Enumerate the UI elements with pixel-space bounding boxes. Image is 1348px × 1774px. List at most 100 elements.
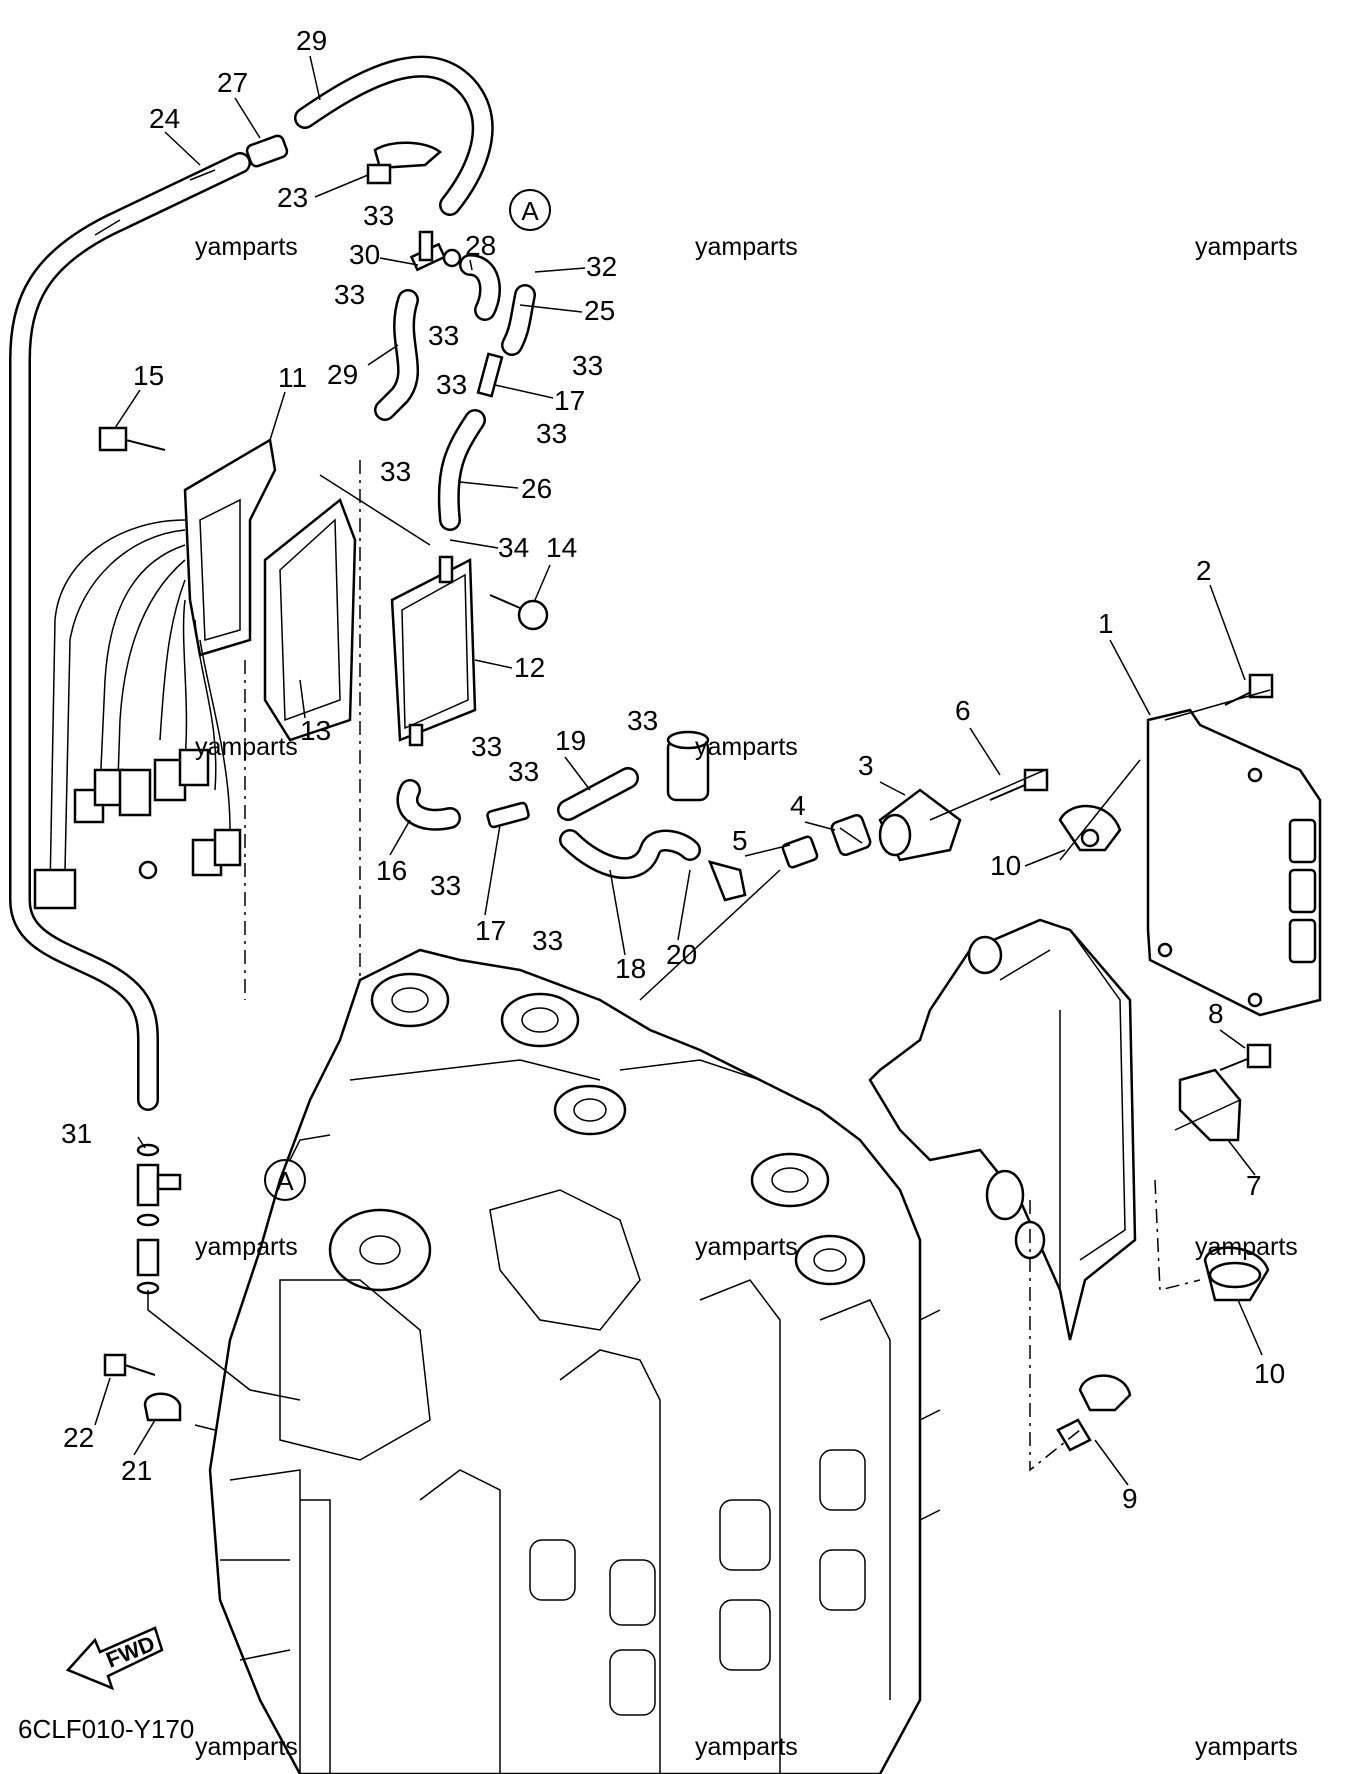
callout-17b: 17 xyxy=(475,915,506,946)
callout-8: 8 xyxy=(1208,998,1224,1029)
hose-26 xyxy=(437,409,486,531)
clip-10-lower xyxy=(1203,1246,1270,1302)
leader-lines xyxy=(147,460,1271,1472)
callout-leaders xyxy=(94,55,1263,1486)
damper-4 xyxy=(830,813,872,857)
callout-30: 30 xyxy=(349,239,380,270)
callout-9: 9 xyxy=(1122,1483,1138,1514)
callout-33-g: 33 xyxy=(380,456,411,487)
callout-11: 11 xyxy=(278,362,307,393)
engine-block xyxy=(208,948,941,1774)
callout-10a: 10 xyxy=(990,850,1021,881)
callout-20: 20 xyxy=(666,939,697,970)
callout-27: 27 xyxy=(217,67,248,98)
hose-28 xyxy=(459,254,501,321)
watermarks: yamparts yamparts yamparts yamparts yamp… xyxy=(195,233,1298,1761)
callout-21: 21 xyxy=(121,1455,152,1486)
callout-24: 24 xyxy=(149,103,180,134)
callout-14: 14 xyxy=(546,532,577,563)
watermark: yamparts xyxy=(695,1233,798,1261)
bolt-6 xyxy=(989,768,1049,801)
watermark: yamparts xyxy=(695,1733,798,1761)
callout-numbers: 1 2 3 4 5 6 7 8 9 10 10 11 12 13 14 15 1… xyxy=(61,25,1285,1514)
section-marker-a-bottom: A xyxy=(264,1134,331,1201)
callout-28: 28 xyxy=(465,230,496,261)
callout-33-e: 33 xyxy=(436,369,467,400)
watermark: yamparts xyxy=(195,733,298,761)
callout-12: 12 xyxy=(514,652,545,683)
callout-26: 26 xyxy=(521,473,552,504)
callout-29b: 29 xyxy=(327,359,358,390)
valve-top xyxy=(666,730,710,802)
clip-10-upper xyxy=(1058,804,1122,852)
callout-31: 31 xyxy=(61,1118,92,1149)
callout-33-a: 33 xyxy=(363,200,394,231)
hose-18 xyxy=(559,829,701,879)
callout-3: 3 xyxy=(858,750,874,781)
joint-17-lower xyxy=(486,801,530,829)
callout-33-c: 33 xyxy=(428,320,459,351)
callout-25: 25 xyxy=(584,295,615,326)
callout-18: 18 xyxy=(615,953,646,984)
collar-5 xyxy=(781,835,819,869)
bolt-14 xyxy=(489,594,549,631)
callout-33-l: 33 xyxy=(532,925,563,956)
callout-4: 4 xyxy=(790,790,806,821)
fwd-arrow: FWD xyxy=(65,1626,164,1691)
callout-2: 2 xyxy=(1196,555,1212,586)
svg-text:A: A xyxy=(276,1166,294,1196)
callout-13: 13 xyxy=(300,715,331,746)
bolt-8 xyxy=(1219,1043,1272,1071)
watermark: yamparts xyxy=(195,1233,298,1261)
gasket-13 xyxy=(263,497,357,742)
callout-6: 6 xyxy=(955,695,971,726)
bracket-3 xyxy=(878,788,962,862)
hose-25 xyxy=(501,284,536,356)
diagram-code: 6CLF010-Y170 xyxy=(18,1714,194,1744)
callout-33-b: 33 xyxy=(334,279,365,310)
callout-33-f: 33 xyxy=(536,418,567,449)
watermark: yamparts xyxy=(195,233,298,261)
fittings-31 xyxy=(136,1143,182,1295)
callout-23: 23 xyxy=(277,182,308,213)
callout-10b: 10 xyxy=(1254,1358,1285,1389)
watermark: yamparts xyxy=(1195,233,1298,261)
callout-22: 22 xyxy=(63,1422,94,1453)
bolt-15 xyxy=(98,426,166,452)
ecu-1 xyxy=(1146,708,1322,1017)
hose-24 xyxy=(9,152,251,1111)
connector-27 xyxy=(245,134,289,168)
callout-16: 16 xyxy=(376,855,407,886)
wire-harness xyxy=(33,519,242,910)
bolt-22-clamp-21 xyxy=(103,1353,182,1422)
callout-33-i: 33 xyxy=(508,756,539,787)
hose-19 xyxy=(557,767,639,821)
callout-33-j: 33 xyxy=(627,705,658,736)
callout-33-d: 33 xyxy=(572,350,603,381)
callout-19: 19 xyxy=(555,725,586,756)
sensor-20 xyxy=(707,860,747,902)
callout-1: 1 xyxy=(1098,608,1114,639)
watermark: yamparts xyxy=(1195,1233,1298,1261)
callout-32: 32 xyxy=(586,251,617,282)
callout-33-k: 33 xyxy=(430,870,461,901)
watermark: yamparts xyxy=(695,733,798,761)
clip-7 xyxy=(1178,1068,1242,1142)
callout-33-h: 33 xyxy=(471,731,502,762)
callout-5: 5 xyxy=(732,825,748,856)
hose-29-top xyxy=(294,55,494,216)
hose-29-lower xyxy=(374,289,420,421)
svg-text:A: A xyxy=(521,196,539,226)
clip-23 xyxy=(366,141,442,185)
callout-7: 7 xyxy=(1246,1170,1262,1201)
callout-29a: 29 xyxy=(296,25,327,56)
callout-17a: 17 xyxy=(554,385,585,416)
callout-15: 15 xyxy=(133,360,164,391)
watermark: yamparts xyxy=(1195,1733,1298,1761)
cover-12 xyxy=(390,555,477,747)
watermark: yamparts xyxy=(695,233,798,261)
joint-17-upper xyxy=(476,352,504,398)
section-marker-a-top: A xyxy=(509,189,551,231)
watermark: yamparts xyxy=(195,1733,298,1761)
